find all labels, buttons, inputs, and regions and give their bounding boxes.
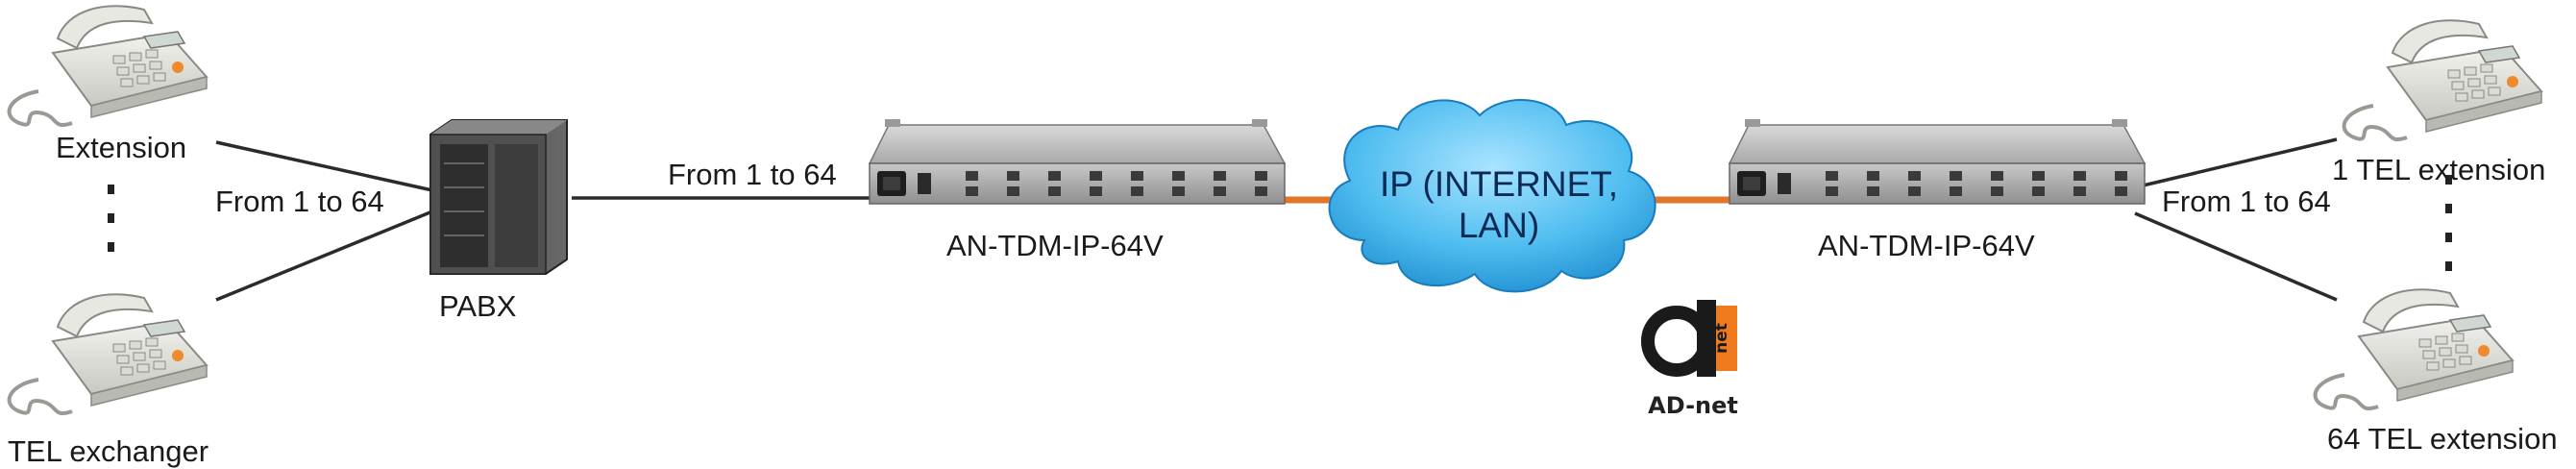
pabx-label: PABX — [439, 289, 517, 323]
tel-extension-64-label: 64 TEL extension — [2327, 422, 2558, 456]
ip-cloud-label-line2: LAN) — [1458, 206, 1540, 245]
device-right-icon — [1729, 118, 2146, 205]
dots-left — [108, 185, 114, 252]
ip-cloud-label-line1: IP (INTERNET, — [1379, 164, 1619, 204]
device-left-label: AN-TDM-IP-64V — [946, 229, 1164, 262]
pabx-icon — [429, 119, 568, 275]
dots-right — [2445, 175, 2452, 271]
line-device-to-ext-64 — [2134, 211, 2338, 302]
extension-label: Extension — [56, 131, 187, 164]
extension-phone-icon — [7, 4, 209, 128]
tel-extension-64-phone-icon — [2313, 287, 2515, 411]
ad-net-logo-mark: net — [1712, 323, 1731, 354]
line-exchanger-to-pabx — [215, 210, 433, 302]
connection-lines — [215, 137, 2338, 302]
ad-net-brand-label: AD-net — [1648, 392, 1738, 419]
line-device-to-ext-1 — [2134, 137, 2338, 189]
tel-extension-1-label: 1 TEL extension — [2332, 153, 2546, 186]
tel-exchanger-phone-icon — [7, 292, 209, 416]
tel-exchanger-label: TEL exchanger — [8, 434, 209, 468]
device-left-icon — [869, 118, 1286, 205]
line-extension-to-pabx — [215, 140, 433, 192]
tel-extension-1-phone-icon — [2342, 18, 2543, 142]
ip-cloud-label: IP (INTERNET, LAN) — [1340, 163, 1657, 246]
from-1-to-64-right-label: From 1 to 64 — [2162, 185, 2331, 218]
ip-cloud-icon — [1328, 99, 1656, 293]
device-right-label: AN-TDM-IP-64V — [1818, 229, 2035, 262]
from-1-to-64-trunk-label: From 1 to 64 — [668, 158, 837, 191]
from-1-to-64-left-label: From 1 to 64 — [215, 185, 384, 218]
ad-net-logo-icon: net — [1641, 300, 1737, 377]
